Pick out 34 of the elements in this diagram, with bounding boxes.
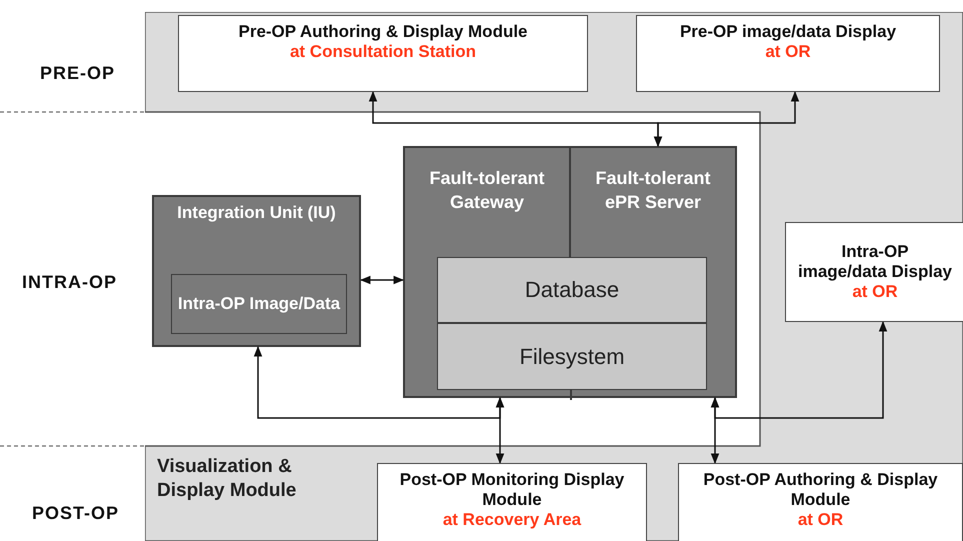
storage-label: Filesystem <box>519 344 625 370</box>
location-text: at OR <box>798 510 844 530</box>
unit-box <box>152 195 361 347</box>
location-text: at Recovery Area <box>442 510 582 530</box>
box-title: Fault-tolerant Gateway <box>428 167 546 214</box>
phase-label: PRE-OP <box>40 63 116 84</box>
phase-label: INTRA-OP <box>22 272 117 293</box>
connector-arrow <box>654 90 800 148</box>
box-title: Post-OP Monitoring Display Module <box>398 470 626 510</box>
box-title: Fault-tolerant ePR Server <box>594 167 712 214</box>
location-text: at OR <box>852 282 898 302</box>
connector-arrow <box>496 396 504 464</box>
connector-arrow <box>710 396 720 464</box>
display-box <box>785 222 963 322</box>
box-title: Intra-OP Image/Data <box>178 294 340 314</box>
storage-box <box>437 323 707 390</box>
server-box <box>403 146 737 398</box>
display-box <box>636 15 940 92</box>
display-box <box>377 463 647 541</box>
display-box <box>178 15 588 92</box>
box-title: Pre-OP image/data Display <box>680 22 896 42</box>
box-title: Post-OP Authoring & Display Module <box>702 470 939 510</box>
storage-box <box>437 257 707 323</box>
storage-label: Database <box>524 277 620 303</box>
data-box <box>171 274 347 334</box>
region-heading: Visualization & Display Module <box>157 455 298 503</box>
location-text: at Consultation Station <box>290 42 476 62</box>
box-title: Intra-OP image/data Display <box>796 242 953 282</box>
location-text: at OR <box>765 42 811 62</box>
connector-arrow <box>360 276 404 284</box>
box-title: Integration Unit (IU) <box>177 203 336 223</box>
phase-label: POST-OP <box>32 503 120 524</box>
box-title: Pre-OP Authoring & Display Module <box>238 22 528 42</box>
display-box <box>678 463 963 541</box>
